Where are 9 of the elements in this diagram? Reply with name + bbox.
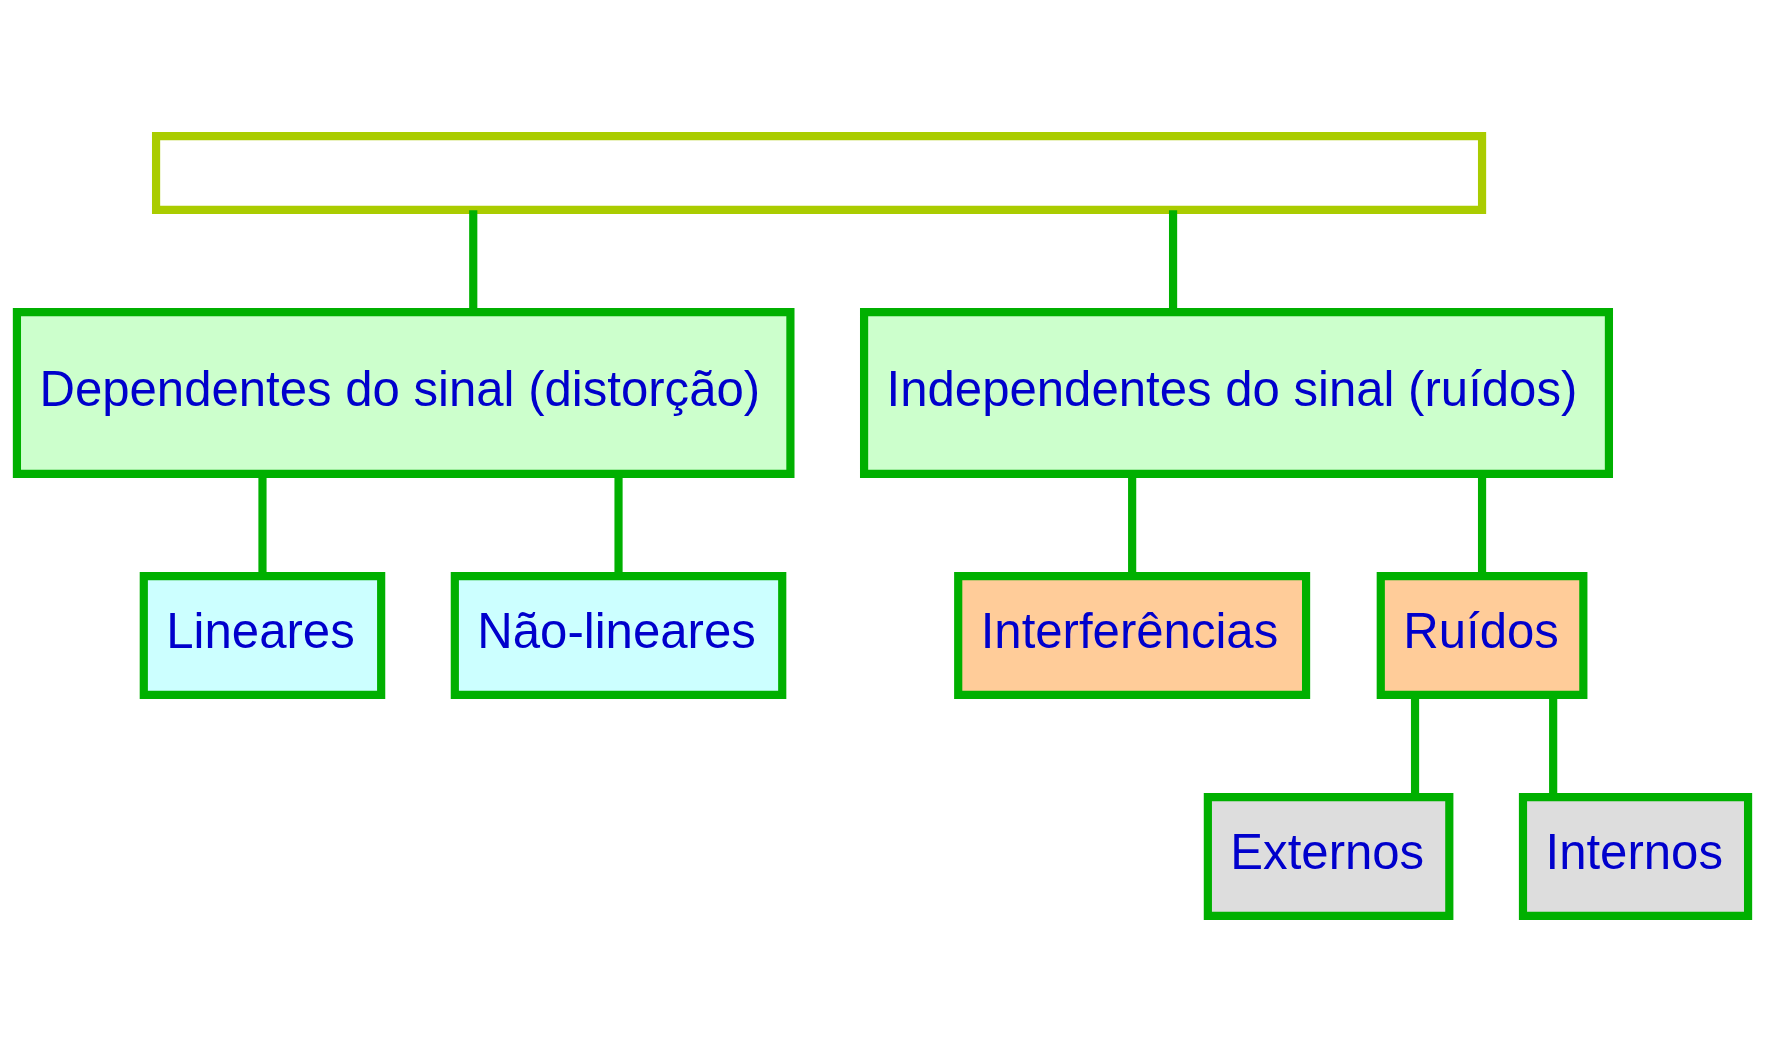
node-box: Interferências (954, 572, 1311, 699)
node-box: Dependentes do sinal (distorção) (12, 308, 795, 478)
node-box: Lineares (139, 572, 386, 699)
node-box (151, 132, 1487, 214)
node-box: Externos (1203, 793, 1454, 920)
node-box: Não-lineares (450, 572, 787, 699)
node-box: Internos (1518, 793, 1753, 920)
node-box: Independentes do sinal (ruídos) (860, 308, 1614, 478)
node-box: Ruídos (1376, 572, 1588, 699)
